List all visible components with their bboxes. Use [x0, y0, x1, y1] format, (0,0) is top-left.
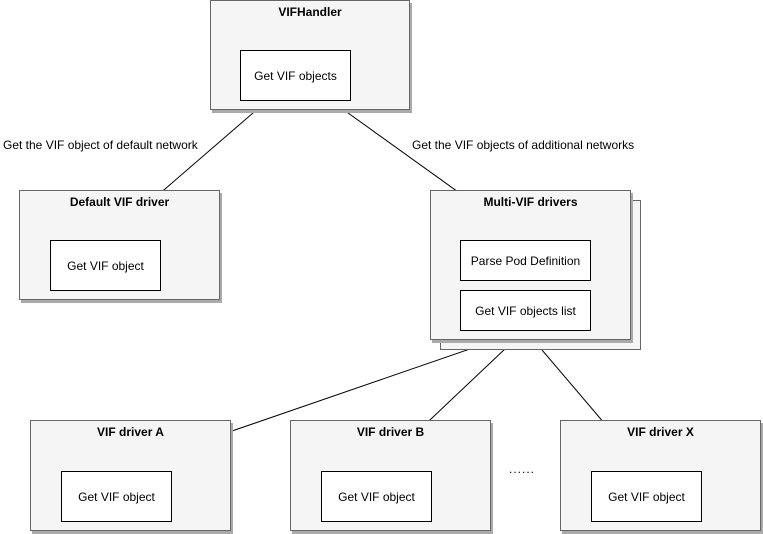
parse-pod-definition-step: Parse Pod Definition — [460, 240, 591, 281]
get-vif-objects-list-step: Get VIF objects list — [460, 290, 591, 331]
default-driver-method: Get VIF object — [50, 240, 161, 291]
vif-handler-container: VIFHandler Get VIF objects — [210, 0, 410, 110]
multi-vif-container: Multi-VIF drivers Parse Pod Definition G… — [430, 190, 631, 340]
vif-driver-x-container: VIF driver X Get VIF object — [560, 420, 761, 531]
default-driver-title: Default VIF driver — [69, 195, 170, 209]
vif-handler-title: VIFHandler — [278, 5, 342, 19]
multi-vif-title: Multi-VIF drivers — [483, 195, 578, 209]
default-driver-container: Default VIF driver Get VIF object — [19, 190, 220, 300]
edge-label-default-network: Get the VIF object of default network — [3, 138, 198, 152]
vif-driver-b-container: VIF driver B Get VIF object — [290, 420, 491, 531]
drivers-ellipsis: ...... — [509, 462, 536, 476]
vif-driver-x-title: VIF driver X — [627, 425, 694, 439]
vif-handler-method: Get VIF objects — [240, 50, 351, 101]
vif-driver-a-title: VIF driver A — [97, 425, 164, 439]
edge-label-additional-networks: Get the VIF objects of additional networ… — [412, 138, 635, 152]
vif-driver-b-title: VIF driver B — [356, 425, 425, 439]
vif-driver-a-method: Get VIF object — [61, 471, 172, 522]
vif-driver-b-method: Get VIF object — [321, 471, 432, 522]
vif-driver-a-container: VIF driver A Get VIF object — [30, 420, 231, 531]
vif-driver-x-method: Get VIF object — [591, 471, 702, 522]
